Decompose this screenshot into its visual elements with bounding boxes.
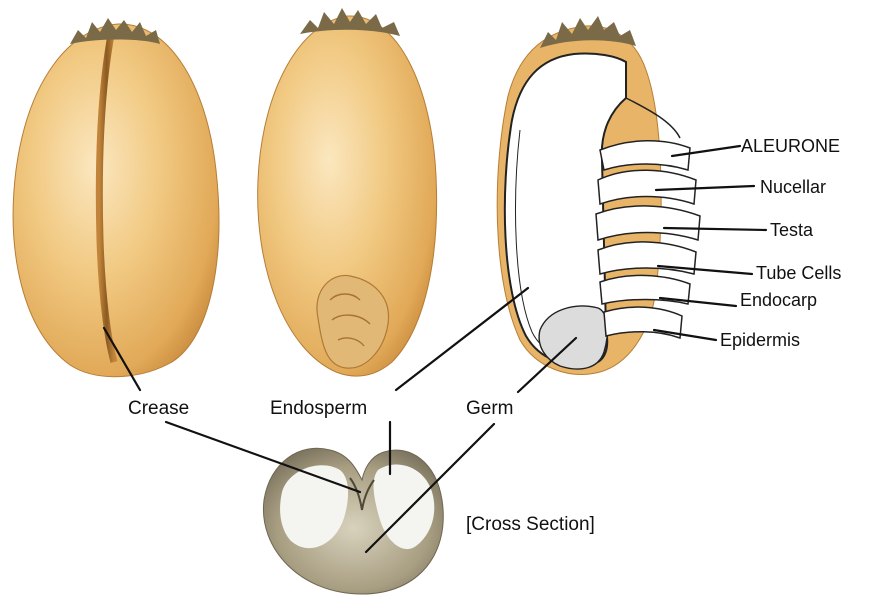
- kernel-back-view: [258, 8, 437, 376]
- cross-section: [263, 448, 443, 594]
- labels: Crease Endosperm Germ [Cross Section] AL…: [128, 136, 841, 535]
- label-endocarp: Endocarp: [740, 290, 817, 310]
- kernel-crease-view: [13, 18, 219, 377]
- label-crease: Crease: [128, 398, 189, 419]
- label-germ: Germ: [466, 398, 514, 419]
- leader-epidermis: [654, 330, 716, 340]
- label-endosperm: Endosperm: [270, 398, 367, 419]
- label-epidermis: Epidermis: [720, 330, 800, 350]
- label-cross-section: [Cross Section]: [466, 514, 595, 535]
- leader-endocarp: [660, 298, 736, 306]
- label-aleurone: ALEURONE: [741, 136, 840, 156]
- label-tube-cells: Tube Cells: [756, 263, 841, 283]
- label-nucellar: Nucellar: [760, 177, 826, 197]
- kernel-cutaway-view: [497, 16, 700, 374]
- label-testa: Testa: [770, 220, 814, 240]
- kernel-1-body: [13, 24, 219, 377]
